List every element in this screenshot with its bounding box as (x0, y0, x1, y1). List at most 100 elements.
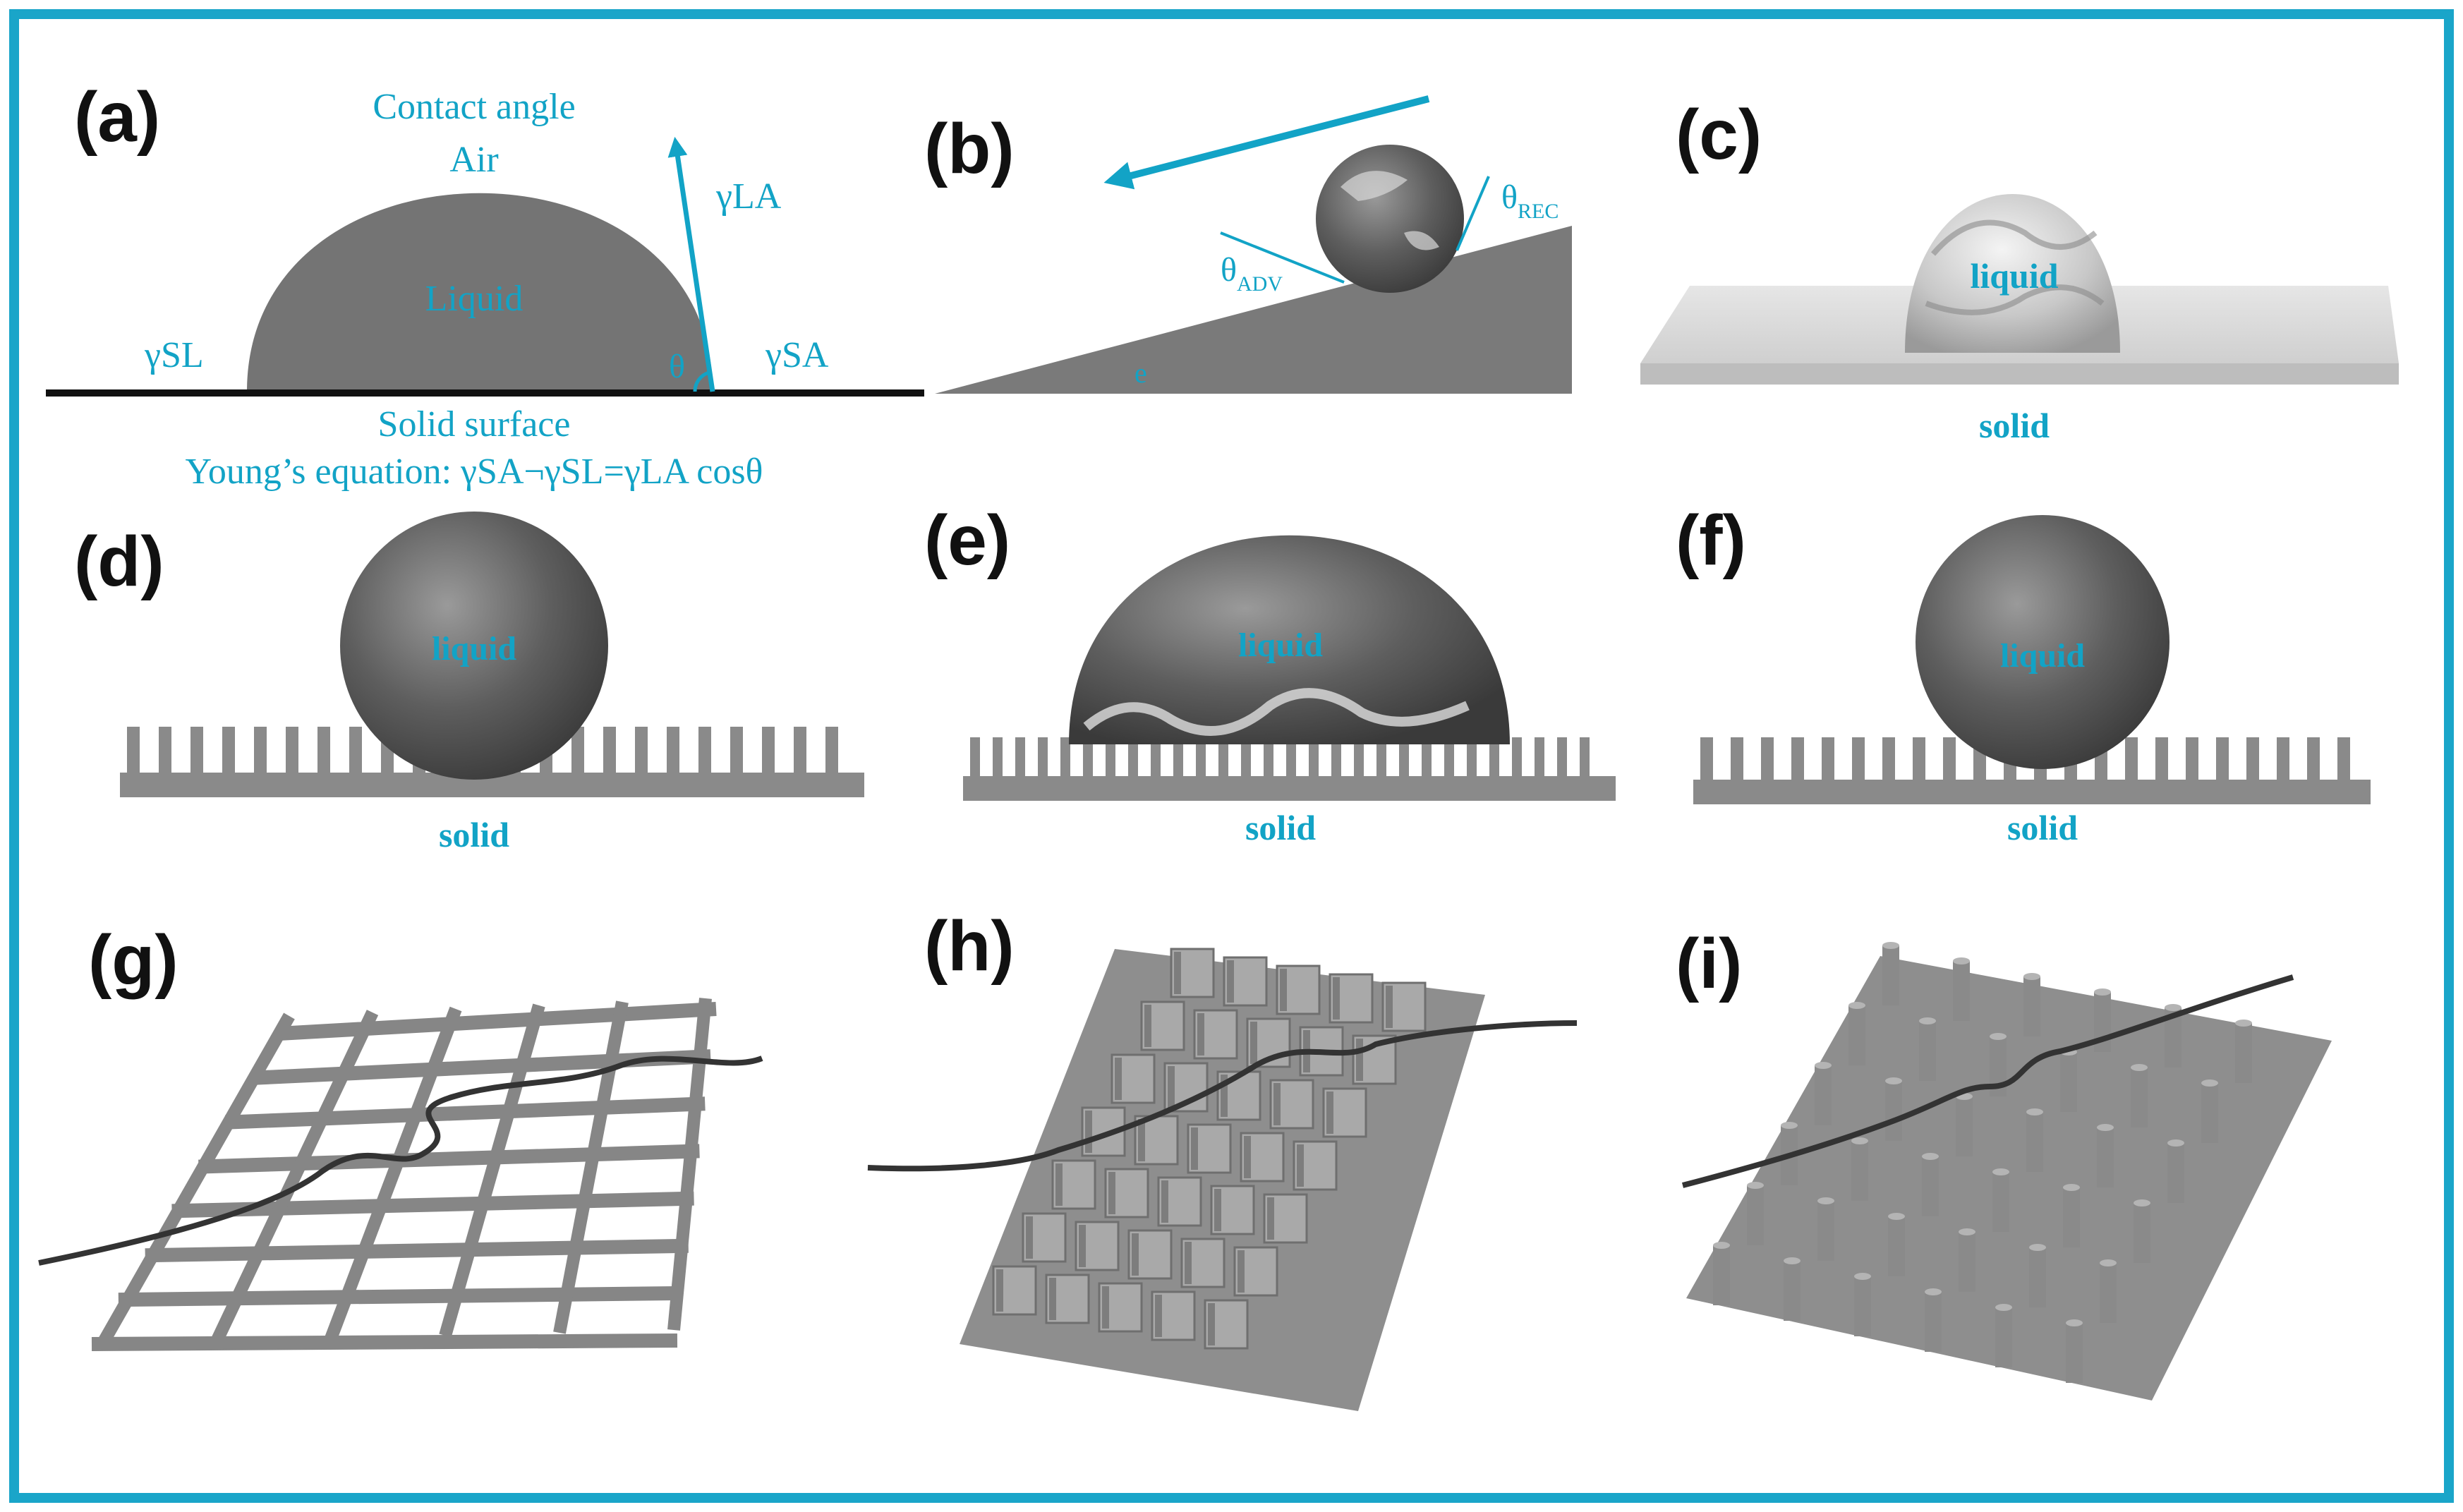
cylinder-pillar (2201, 1083, 2218, 1143)
pillar (1422, 737, 1432, 780)
cylinder-pillar-top (1990, 1033, 2007, 1040)
cylinder-pillar-top (2201, 1079, 2218, 1087)
cylinder-pillar-top (1713, 1242, 1730, 1249)
cylinder-pillar-top (1747, 1182, 1764, 1189)
cylinder-pillar-top (2131, 1064, 2148, 1071)
cylinder-pillar (2060, 1052, 2077, 1112)
cylinder-pillar (2134, 1203, 2150, 1263)
fiber-over-mesh (38, 1056, 763, 1266)
cell-wall-shadow (1250, 1022, 1257, 1064)
pillar (2155, 737, 2168, 783)
pillar (2125, 737, 2138, 783)
panel-c: (c) liquid solid (1640, 95, 2399, 445)
pillar (1535, 737, 1544, 780)
pillar (1151, 737, 1161, 780)
cell-wall-shadow (1208, 1303, 1215, 1345)
cylinder-pillar-top (1888, 1213, 1905, 1220)
panel-g: (g) (38, 921, 763, 1351)
cell-wall-shadow (1214, 1189, 1221, 1231)
cylinder-pillar-top (1995, 1304, 2012, 1311)
substrate-base-f (1693, 780, 2371, 804)
pillared-solid-e (963, 737, 1616, 801)
mesh-bar (278, 1002, 717, 1041)
pillar (635, 727, 648, 776)
pillars-e (970, 737, 1590, 780)
cylinder-pillar (1919, 1021, 1936, 1081)
cylinder-pillar-top (1919, 1017, 1936, 1024)
mesh-bar (439, 1003, 545, 1338)
cell-wall-shadow (1049, 1278, 1056, 1320)
panel-e: (e) liquid solid (924, 501, 1616, 847)
cell-wall-shadow (1168, 1066, 1175, 1108)
pillar (1557, 737, 1567, 780)
cylinder-pillar-top (2063, 1184, 2080, 1191)
pillar (1309, 737, 1319, 780)
pillar (1128, 737, 1138, 780)
panel-h-label: (h) (924, 907, 1015, 986)
cylinder-pillar-top (1885, 1077, 1902, 1084)
panel-a-label: (a) (74, 78, 160, 157)
cell-walls (992, 948, 1427, 1350)
pillar (2307, 737, 2320, 783)
cylinder-pillar (1953, 961, 1970, 1021)
cell-wall-shadow (1356, 1039, 1363, 1081)
cylinder-pillar-top (2023, 973, 2040, 980)
cell-wall-shadow (1055, 1163, 1063, 1206)
pillar (1376, 737, 1386, 780)
cell-wall-shadow (1079, 1225, 1086, 1267)
solid-surface-label: Solid surface (378, 404, 571, 444)
cylinder-pillar (1848, 1005, 1865, 1065)
pillar (222, 727, 235, 776)
liquid-label-f: liquid (2000, 637, 2085, 675)
panel-i: (i) (1676, 924, 2332, 1401)
cell-wall-shadow (1267, 1197, 1274, 1240)
pillar (698, 727, 711, 776)
cylinder-pillar (1815, 1065, 1832, 1125)
cylinder-pillar (1888, 1216, 1905, 1276)
wenzel-droplet (1069, 535, 1510, 744)
cylinder-pillar-top (2026, 1108, 2043, 1115)
cell-wall-shadow (1132, 1233, 1139, 1276)
cell-wall-shadow (996, 1269, 1003, 1312)
cell-wall-shadow (1185, 1242, 1192, 1284)
cylinder-pillar (2023, 976, 2040, 1036)
pillar (993, 737, 1003, 780)
panel-b-label: (b) (924, 109, 1015, 188)
air-label: Air (449, 140, 498, 180)
cylinder-pillar-top (1992, 1168, 2009, 1175)
pillar (1241, 737, 1251, 780)
cylinder-pillar (2097, 1127, 2114, 1187)
cylinder-pillar-top (2029, 1244, 2046, 1251)
mesh-bar (210, 1010, 379, 1344)
mesh-bar (325, 1006, 462, 1341)
cylinder-pillar-top (1854, 1273, 1871, 1280)
mesh-bar (171, 1191, 694, 1218)
cell-wall-shadow (1108, 1172, 1115, 1214)
solid-label-d: solid (439, 815, 509, 854)
cylinder-pillar-top (1817, 1197, 1834, 1204)
cylinder-pillar-top (2100, 1259, 2117, 1266)
spherical-droplet-f (1916, 515, 2170, 769)
cylinder-pillar (1956, 1096, 1973, 1156)
cylinder-pillar (2029, 1247, 2046, 1307)
liquid-label-d: liquid (432, 630, 516, 667)
solid-label-c: solid (1979, 406, 2050, 445)
panel-i-label: (i) (1676, 924, 1742, 1003)
cell-wall-shadow (1138, 1119, 1145, 1161)
panel-e-label: (e) (924, 501, 1010, 580)
droplet-reflection (1341, 171, 1439, 250)
gamma-sa-label: γSA (765, 335, 829, 375)
pillar (1015, 737, 1025, 780)
mesh-bar (553, 1000, 629, 1334)
cell-wall-shadow (1102, 1286, 1109, 1329)
cell-wall-shadow (1161, 1180, 1168, 1223)
mesh-bar (224, 1096, 706, 1130)
young-equation-label: Young’s equation: γSA¬γSL=γLA cosθ (186, 452, 763, 492)
panel-h: (h) (867, 907, 1578, 1411)
pillar (2277, 737, 2289, 783)
cylinder-pillar (2100, 1263, 2117, 1323)
mesh-bar (198, 1144, 700, 1174)
cell-wall-shadow (1244, 1136, 1251, 1178)
fiber-over-pillars (1681, 974, 2294, 1188)
